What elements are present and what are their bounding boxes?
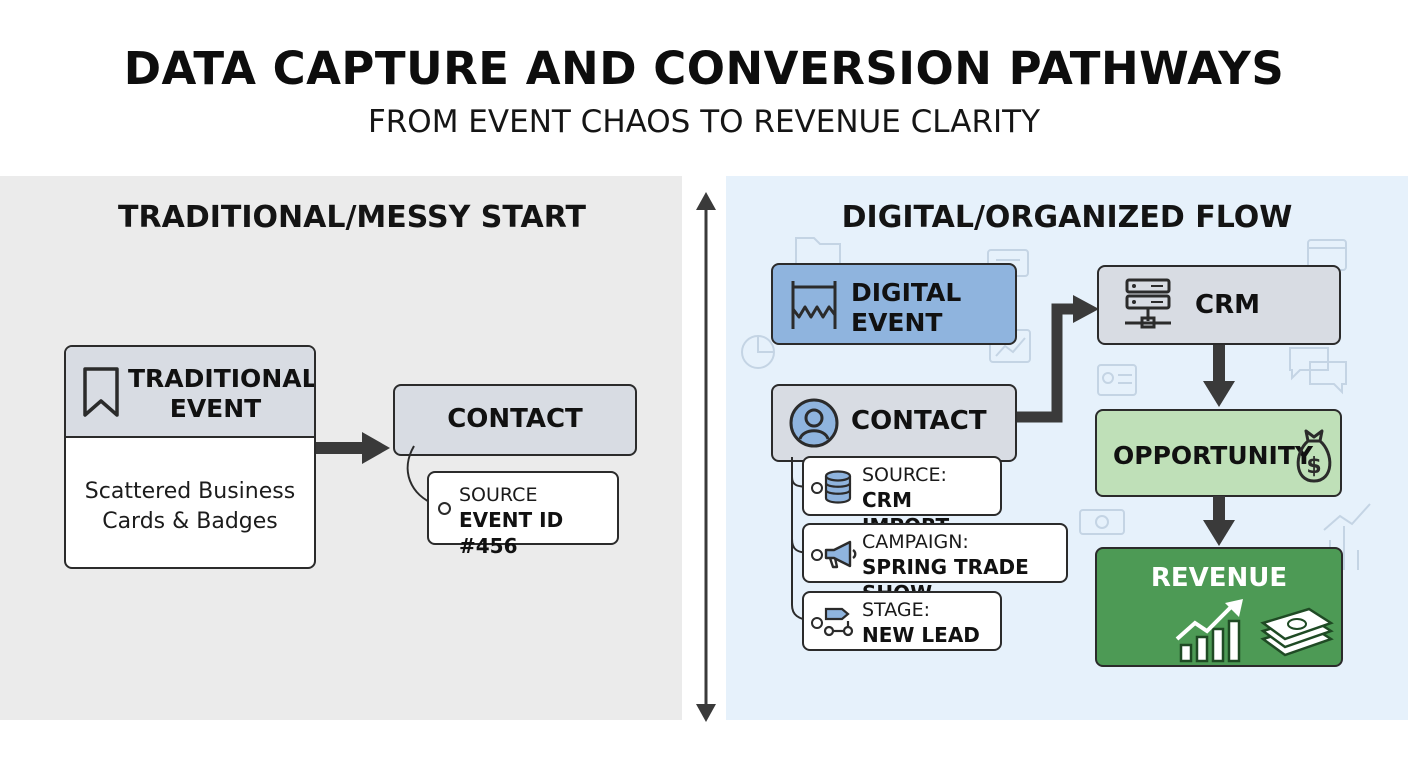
tag-hole bbox=[811, 482, 823, 494]
tag-stage: STAGE: NEW LEAD bbox=[802, 591, 1002, 651]
tag-source: SOURCE: CRM IMPORT bbox=[802, 456, 1002, 538]
growth-chart-icon bbox=[1175, 599, 1243, 663]
page-subtitle: FROM EVENT CHAOS TO REVENUE CLARITY bbox=[367, 104, 1041, 140]
left-tag-value: EVENT ID #456 bbox=[459, 508, 564, 558]
arrow-contact-to-crm bbox=[1017, 295, 1099, 423]
crm-label: CRM bbox=[1195, 290, 1260, 320]
right-panel-heading: DIGITAL/ORGANIZED FLOW bbox=[841, 200, 1293, 235]
opportunity-label: OPPORTUNITY bbox=[1113, 441, 1314, 470]
left-contact-label: CONTACT bbox=[447, 404, 583, 434]
traditional-event-header bbox=[66, 347, 314, 438]
database-icon bbox=[824, 470, 852, 504]
tag-hole bbox=[438, 502, 451, 515]
arrow-crm-to-opportunity bbox=[1203, 345, 1235, 407]
megaphone-icon bbox=[824, 540, 857, 569]
left-tag-label: SOURCE bbox=[459, 484, 538, 506]
digital-event-label-2: EVENT bbox=[851, 308, 943, 337]
traditional-event-desc-2: Cards & Badges bbox=[102, 509, 278, 534]
revenue-label: REVENUE bbox=[1150, 563, 1288, 593]
avatar-icon bbox=[789, 398, 839, 448]
tag-hole bbox=[811, 549, 823, 561]
traditional-event-label-1: TRADITIONAL bbox=[128, 364, 316, 393]
tag-hole bbox=[811, 617, 823, 629]
right-contact-label: CONTACT bbox=[851, 406, 987, 436]
left-source-tag: SOURCE EVENT ID #456 bbox=[427, 471, 619, 558]
opportunity-node: OPPORTUNITY $ bbox=[1095, 409, 1342, 497]
tag-campaign: CAMPAIGN: SPRING TRADE SHOW bbox=[802, 523, 1068, 605]
traditional-event-label-2: EVENT bbox=[169, 394, 262, 423]
tag-stage-value: NEW LEAD bbox=[862, 623, 980, 647]
digital-event-label-1: DIGITAL bbox=[851, 278, 962, 307]
right-contact-node: CONTACT bbox=[771, 384, 1017, 462]
arrow-left-flow bbox=[316, 432, 390, 464]
svg-text:$: $ bbox=[1306, 454, 1321, 479]
flow-icon bbox=[823, 607, 854, 637]
digital-event-node: DIGITAL EVENT bbox=[771, 263, 1017, 345]
cash-stack-icon bbox=[1260, 607, 1334, 657]
traditional-event-card: TRADITIONAL EVENT Scattered Business Car… bbox=[64, 345, 316, 569]
tag-source-label: SOURCE: bbox=[862, 464, 947, 486]
left-contact-node: CONTACT bbox=[393, 384, 637, 456]
revenue-node: REVENUE bbox=[1095, 547, 1343, 667]
left-panel-heading: TRADITIONAL/MESSY START bbox=[118, 200, 586, 235]
banner-icon bbox=[791, 281, 837, 329]
money-bag-icon: $ bbox=[1296, 429, 1332, 483]
bookmark-icon bbox=[83, 367, 119, 417]
tag-stage-label: STAGE: bbox=[862, 599, 930, 621]
traditional-event-desc-1: Scattered Business bbox=[84, 479, 296, 504]
crm-node: CRM bbox=[1097, 265, 1341, 345]
page-title: DATA CAPTURE AND CONVERSION PATHWAYS bbox=[123, 42, 1285, 95]
server-icon bbox=[1125, 278, 1171, 329]
panel-divider-arrow bbox=[696, 192, 716, 722]
arrow-opportunity-to-revenue bbox=[1203, 496, 1235, 546]
tag-campaign-label: CAMPAIGN: bbox=[862, 531, 969, 553]
